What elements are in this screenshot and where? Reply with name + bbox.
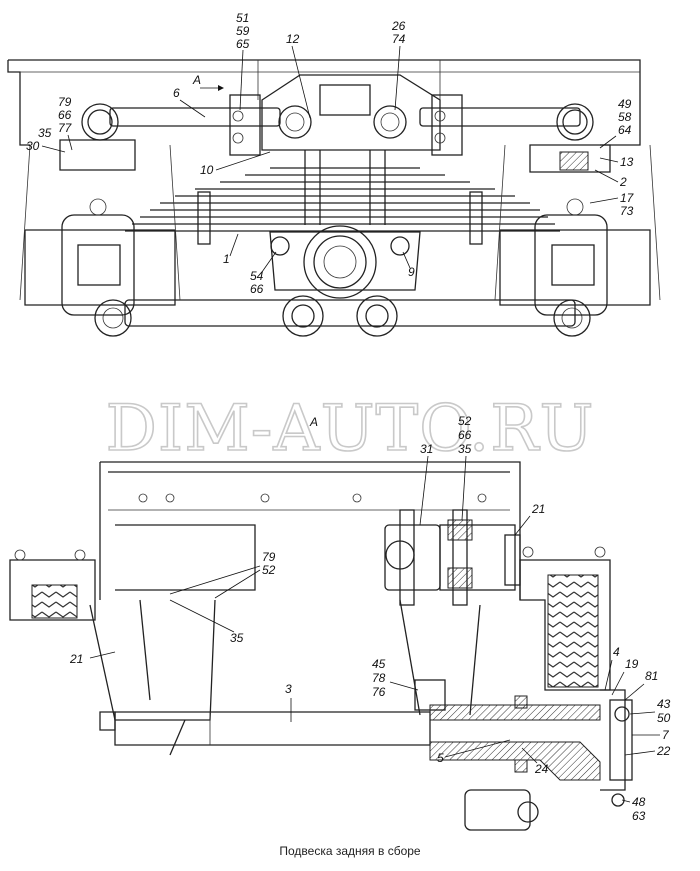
callout: 6 — [173, 86, 180, 100]
callout: 30 — [26, 139, 40, 153]
callout: 51 — [236, 11, 249, 25]
callout: 48 — [632, 795, 646, 809]
callout: 10 — [200, 163, 214, 177]
center-clamp — [384, 509, 521, 606]
callout: 35 — [230, 631, 244, 645]
callout: 59 — [236, 24, 250, 38]
callout: 66 — [250, 282, 264, 296]
direction-arrow — [200, 85, 224, 91]
callout: 73 — [620, 204, 634, 218]
callout: 1 — [223, 252, 230, 266]
axle-tube — [99, 711, 431, 756]
direction-label: A — [192, 73, 201, 87]
top-callouts: 51 59 65 12 26 74 6 79 66 77 35 30 10 49… — [26, 11, 635, 296]
callout: 65 — [236, 37, 250, 51]
callout: 79 — [58, 95, 72, 109]
callout: 64 — [618, 123, 632, 137]
callout: 54 — [250, 269, 264, 283]
diagram-caption: Подвеска задняя в сборе — [279, 844, 421, 858]
callout: 12 — [286, 32, 300, 46]
bottom-callouts: 52 66 35 31 21 79 52 35 21 45 78 76 3 4 … — [69, 414, 671, 823]
view-label: A — [309, 415, 318, 429]
callout: 81 — [645, 669, 658, 683]
callout: 66 — [58, 108, 72, 122]
callout: 31 — [420, 442, 433, 456]
right-hub-assembly — [494, 144, 661, 316]
callout: 35 — [38, 126, 52, 140]
callout: 2 — [619, 175, 627, 189]
leaf-spring-stack — [125, 150, 560, 245]
upper-reaction-rods — [81, 103, 594, 141]
callout: 7 — [662, 728, 670, 742]
callout: 66 — [458, 428, 472, 442]
callout: 21 — [531, 502, 545, 516]
callout: 17 — [620, 191, 635, 205]
axle-housing — [269, 225, 421, 299]
lower-reaction-rods — [94, 295, 591, 337]
callout: 21 — [69, 652, 83, 666]
callout: 9 — [408, 265, 415, 279]
callout: 58 — [618, 110, 632, 124]
right-hub-section — [399, 546, 633, 831]
callout: 22 — [656, 744, 671, 758]
callout: 52 — [458, 414, 472, 428]
callout: 35 — [458, 442, 472, 456]
callout: 19 — [625, 657, 639, 671]
callout: 4 — [613, 645, 620, 659]
callout: 63 — [632, 809, 646, 823]
callout: 79 — [262, 550, 276, 564]
callout: 50 — [657, 711, 671, 725]
top-view-frame-rail — [7, 59, 641, 146]
center-bracket — [229, 74, 463, 156]
callout: 78 — [372, 671, 386, 685]
callout: 43 — [657, 697, 671, 711]
left-hub-assembly — [19, 139, 181, 316]
callout: 3 — [285, 682, 292, 696]
left-spring-bracket — [9, 549, 216, 721]
watermark: DIM-AUTO.RU — [106, 392, 595, 466]
callout: 5 — [437, 751, 444, 765]
callout: 45 — [372, 657, 386, 671]
callout: 49 — [618, 97, 632, 111]
callout: 24 — [534, 762, 549, 776]
callout: 74 — [392, 32, 406, 46]
callout: 52 — [262, 563, 276, 577]
callout: 77 — [58, 121, 73, 135]
callout: 76 — [372, 685, 386, 699]
callout: 13 — [620, 155, 634, 169]
callout: 26 — [391, 19, 406, 33]
